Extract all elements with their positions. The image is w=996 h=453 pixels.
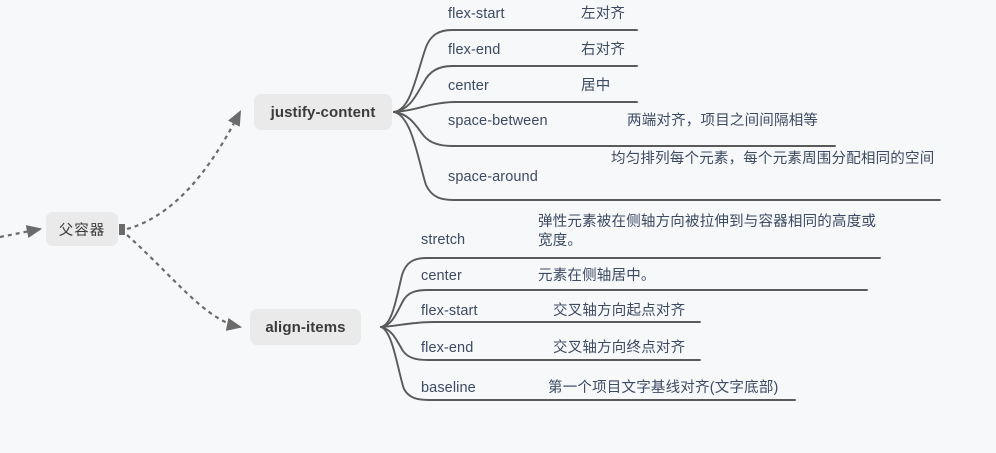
leaf-label-ai-flex-start[interactable]: flex-start: [421, 303, 478, 319]
incoming-dashed-line: [0, 225, 43, 239]
node-justify-content[interactable]: justify-content: [254, 94, 392, 130]
leaf-desc-jc-space-around: 均匀排列每个元素，每个元素周围分配相同的空间: [611, 151, 935, 167]
leaf-label-ai-center[interactable]: center: [421, 268, 462, 284]
node-align-items[interactable]: align-items: [250, 309, 361, 345]
dashed-to-justify-content: [126, 110, 242, 231]
leaf-label-jc-center[interactable]: center: [448, 78, 489, 94]
leaf-label-jc-flex-start[interactable]: flex-start: [448, 6, 505, 22]
leaf-desc-ai-center: 元素在侧轴居中。: [538, 268, 656, 284]
leaf-desc-ai-flex-end: 交叉轴方向终点对齐: [553, 340, 686, 356]
leaf-label-jc-space-between[interactable]: space-between: [448, 113, 548, 129]
node-align-items-label: align-items: [265, 318, 346, 336]
node-root-label: 父容器: [58, 222, 106, 239]
leaf-desc-ai-baseline: 第一个项目文字基线对齐(文字底部): [548, 380, 779, 396]
leaf-label-ai-baseline[interactable]: baseline: [421, 380, 476, 396]
leaf-desc-jc-space-between: 两端对齐，项目之间间隔相等: [627, 113, 819, 129]
leaf-desc-jc-flex-end: 右对齐: [581, 42, 626, 58]
leaf-label-jc-flex-end[interactable]: flex-end: [448, 42, 501, 58]
branch-curve-jc-3: [393, 101, 638, 113]
leaf-desc-jc-center: 居中: [581, 78, 611, 94]
leaf-label-ai-flex-end[interactable]: flex-end: [421, 340, 474, 356]
branch-curve-ai-3: [380, 321, 701, 328]
dashed-to-align-items: [126, 234, 243, 331]
root-connector: [119, 224, 125, 235]
leaf-label-jc-space-around[interactable]: space-around: [448, 169, 538, 185]
leaf-desc-ai-flex-start: 交叉轴方向起点对齐: [553, 303, 686, 319]
leaf-desc-jc-flex-start: 左对齐: [581, 6, 626, 22]
node-justify-content-label: justify-content: [270, 103, 376, 121]
leaf-desc-ai-stretch: 弹性元素被在侧轴方向被拉伸到与容器相同的高度或宽度。: [538, 214, 877, 249]
node-root[interactable]: 父容器: [46, 212, 118, 246]
leaf-label-ai-stretch[interactable]: stretch: [421, 232, 466, 248]
